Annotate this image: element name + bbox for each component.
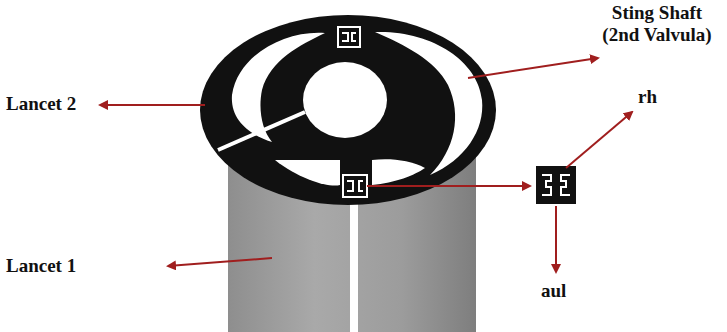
joint-magnified <box>536 166 576 204</box>
joint-detail <box>347 181 363 191</box>
slot <box>275 160 340 186</box>
joint-detail <box>542 175 570 195</box>
inner-canal <box>303 62 387 138</box>
part-label: rh <box>638 86 657 108</box>
cross-section <box>200 15 496 205</box>
part-label: Lancet 1 <box>6 255 76 277</box>
slot <box>372 159 425 185</box>
joint <box>343 175 367 197</box>
slot <box>375 32 482 175</box>
part-label: Sting Shaft (2nd Valvula) <box>592 2 722 46</box>
joint <box>338 27 360 47</box>
part-label: Lancet 2 <box>6 93 76 115</box>
part-label: aul <box>541 280 566 302</box>
white-seam <box>350 200 358 332</box>
lancet-seam <box>218 112 305 150</box>
joint-detail <box>342 33 356 41</box>
leader-arrows <box>100 58 632 272</box>
